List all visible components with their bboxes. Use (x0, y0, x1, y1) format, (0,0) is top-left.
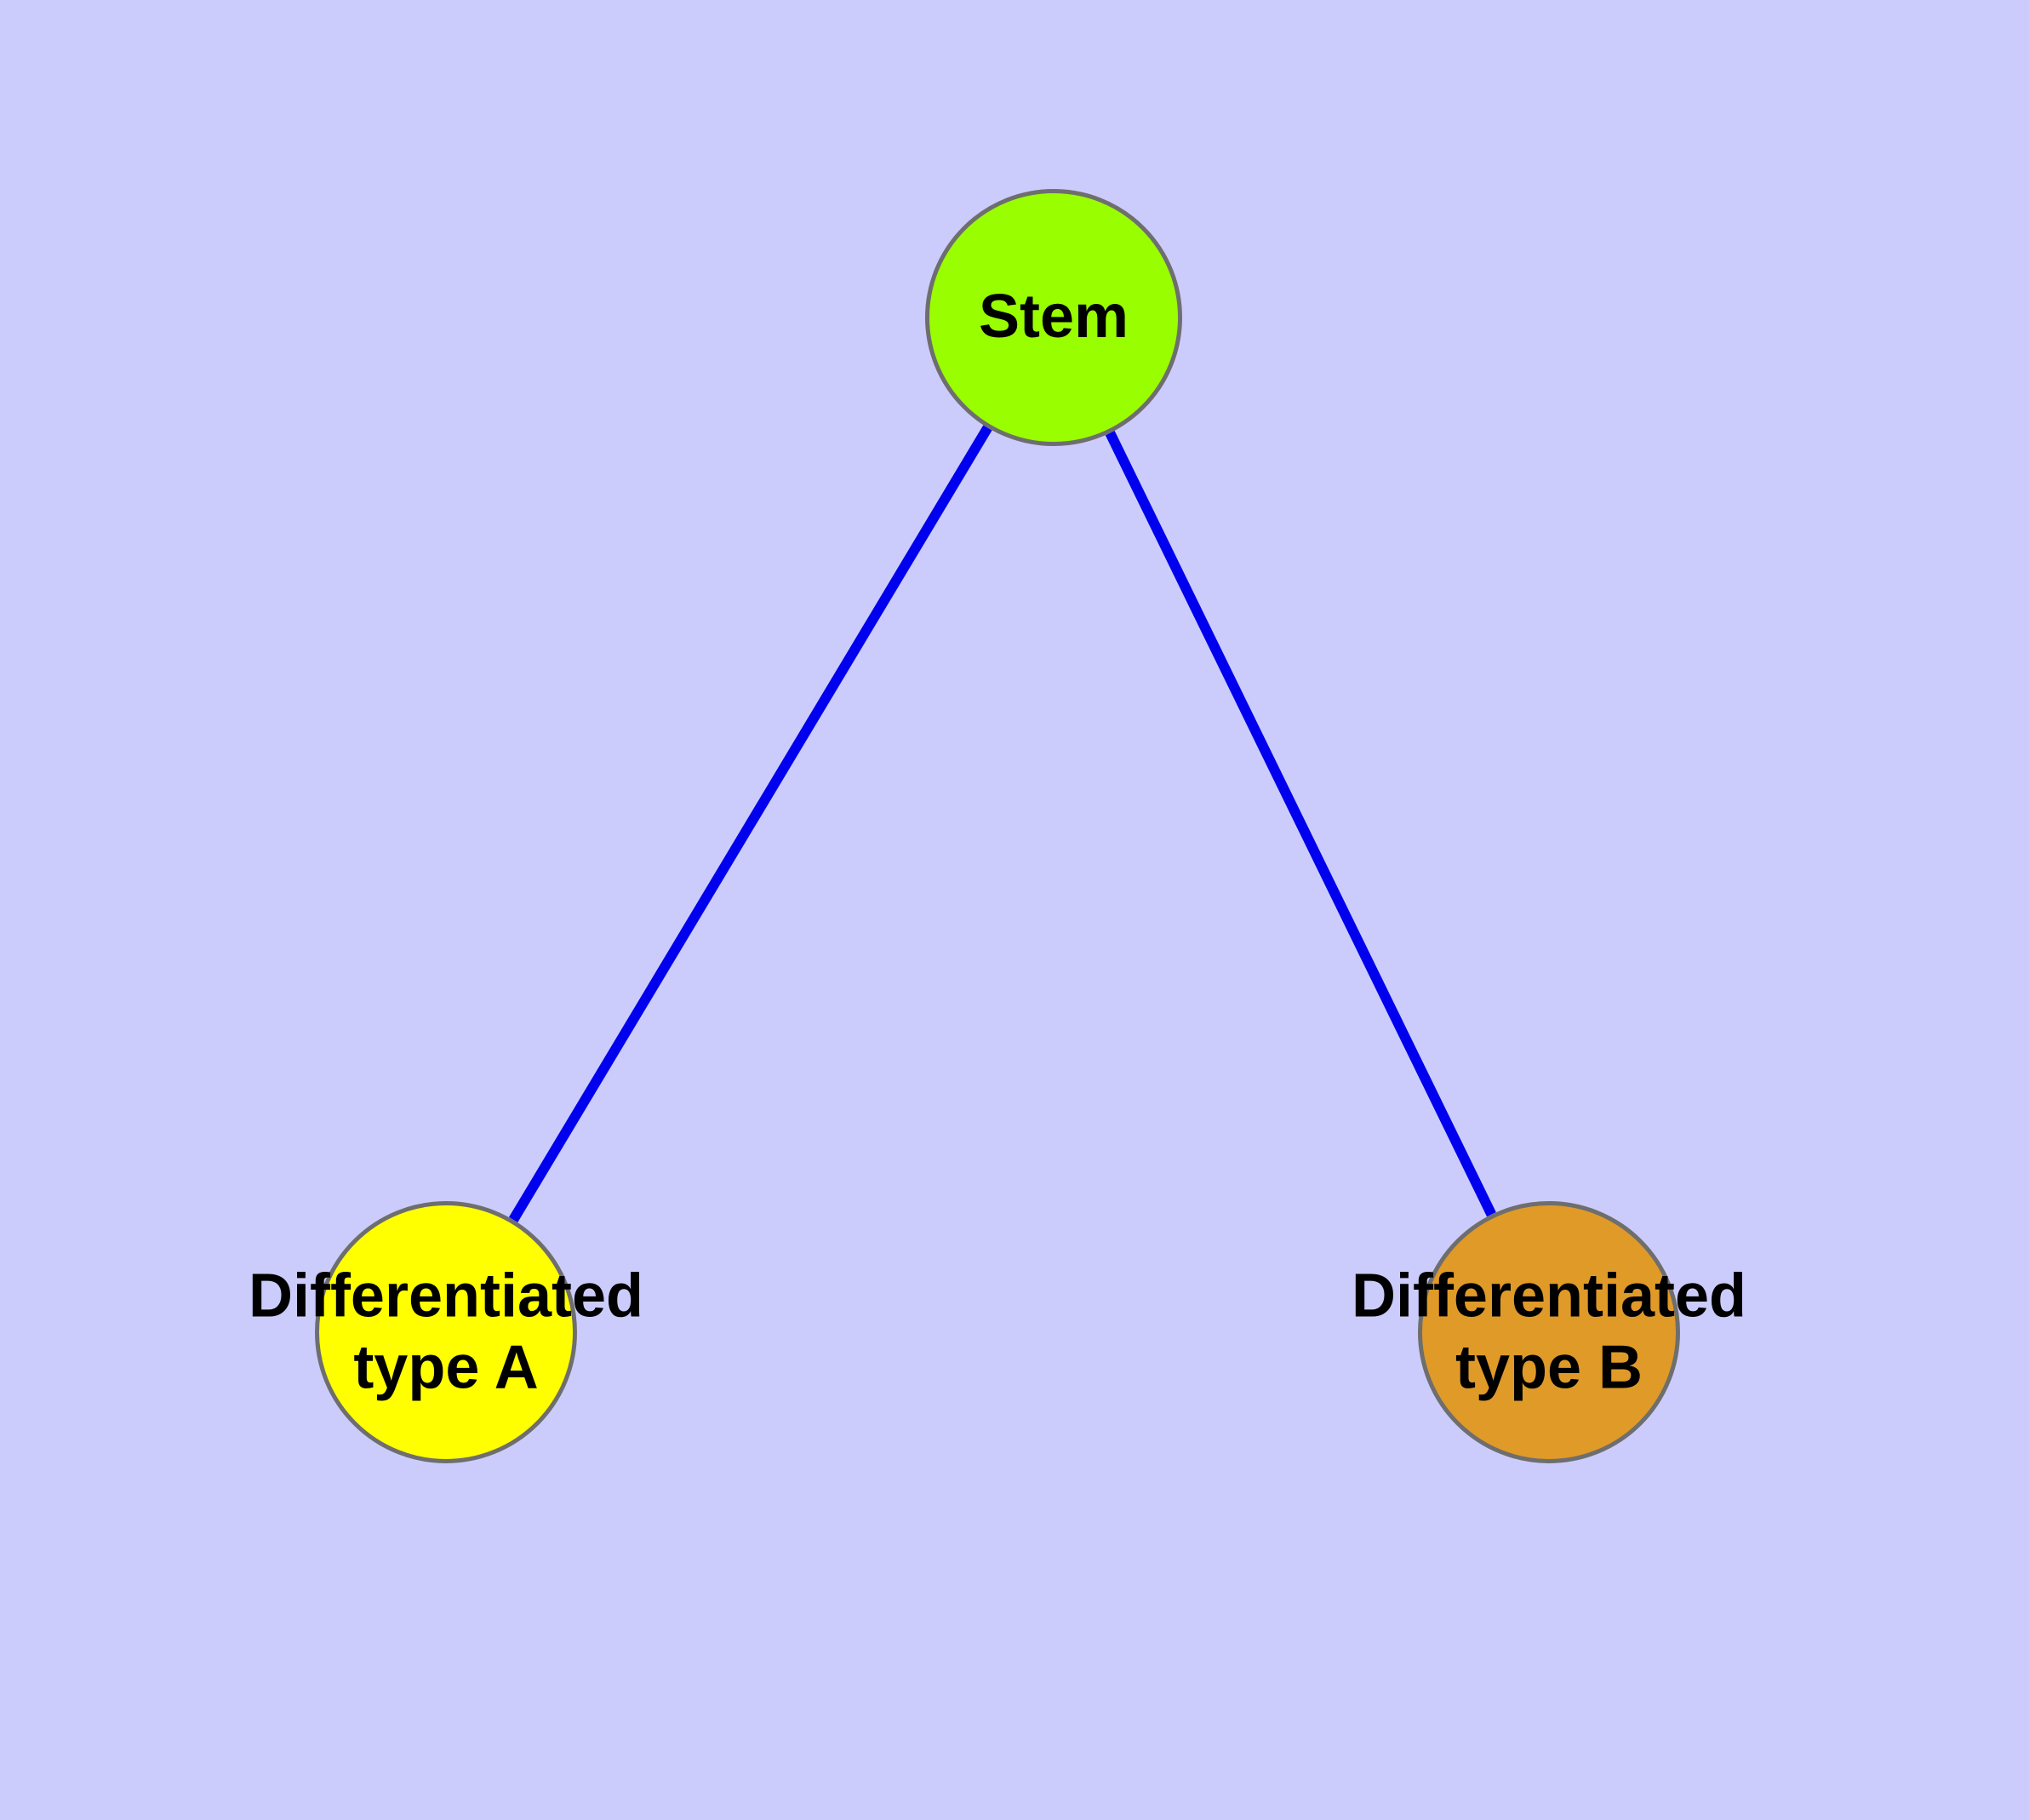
node-differentiated-type-b-circle[interactable] (1418, 1201, 1680, 1463)
node-differentiated-type-b-group[interactable]: Differentiated type B (1352, 1201, 1746, 1463)
edge-stem-to-differentiated-type-a (508, 425, 992, 1222)
node-differentiated-type-a-group[interactable]: Differentiated type A (249, 1201, 643, 1463)
node-stem-circle[interactable] (925, 189, 1182, 446)
node-stem-group[interactable]: Stem (925, 189, 1182, 446)
node-differentiated-type-a-circle[interactable] (315, 1201, 577, 1463)
edge-stem-to-differentiated-type-b (1105, 431, 1496, 1217)
